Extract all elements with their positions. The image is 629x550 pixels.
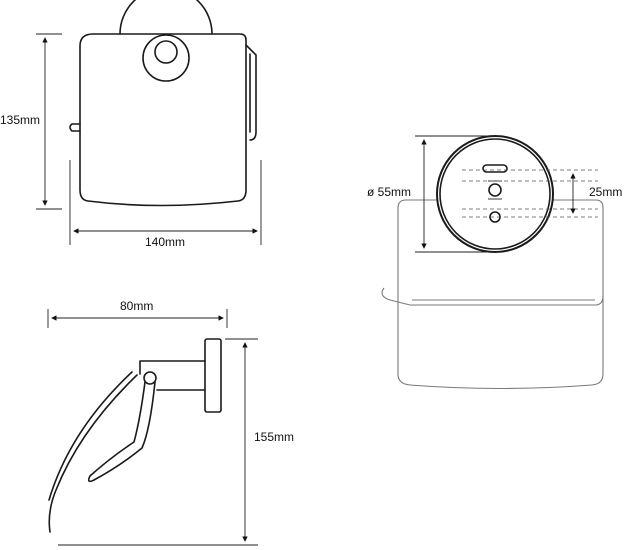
front-tab-left (69, 123, 81, 132)
rear-rose-outer (436, 135, 554, 253)
rear-arm-faint (381, 287, 604, 306)
rear-cover-outline (397, 199, 604, 390)
dim-label-height-front: 135mm (0, 113, 40, 127)
dim-label-width-front: 140mm (145, 235, 185, 249)
side-arm (139, 360, 206, 375)
dim-label-hole-spacing: 25mm (589, 185, 622, 199)
front-wall-rose (119, 0, 213, 35)
rear-screw-hole-top (488, 183, 502, 197)
dim-label-diameter: ø 55mm (367, 185, 411, 199)
side-view: 80mm 155mm (47, 299, 294, 546)
side-cover-inner (48, 371, 133, 501)
dim-label-depth-side: 80mm (120, 299, 153, 313)
side-wall-plate (204, 338, 222, 413)
side-cover-curve (48, 374, 138, 533)
side-pivot (143, 371, 157, 385)
dim-label-height-side: 155mm (254, 430, 294, 444)
front-rose-center (154, 40, 178, 64)
rear-view: ø 55mm 25mm (367, 135, 622, 390)
rear-rose-inner (439, 138, 551, 250)
front-cover-plate (79, 33, 247, 207)
front-rose-inner (142, 34, 190, 82)
front-view: 135mm 140mm (0, 0, 262, 249)
side-holder-bar (87, 381, 156, 483)
rear-slot (482, 164, 508, 173)
front-arm-right (245, 44, 257, 141)
